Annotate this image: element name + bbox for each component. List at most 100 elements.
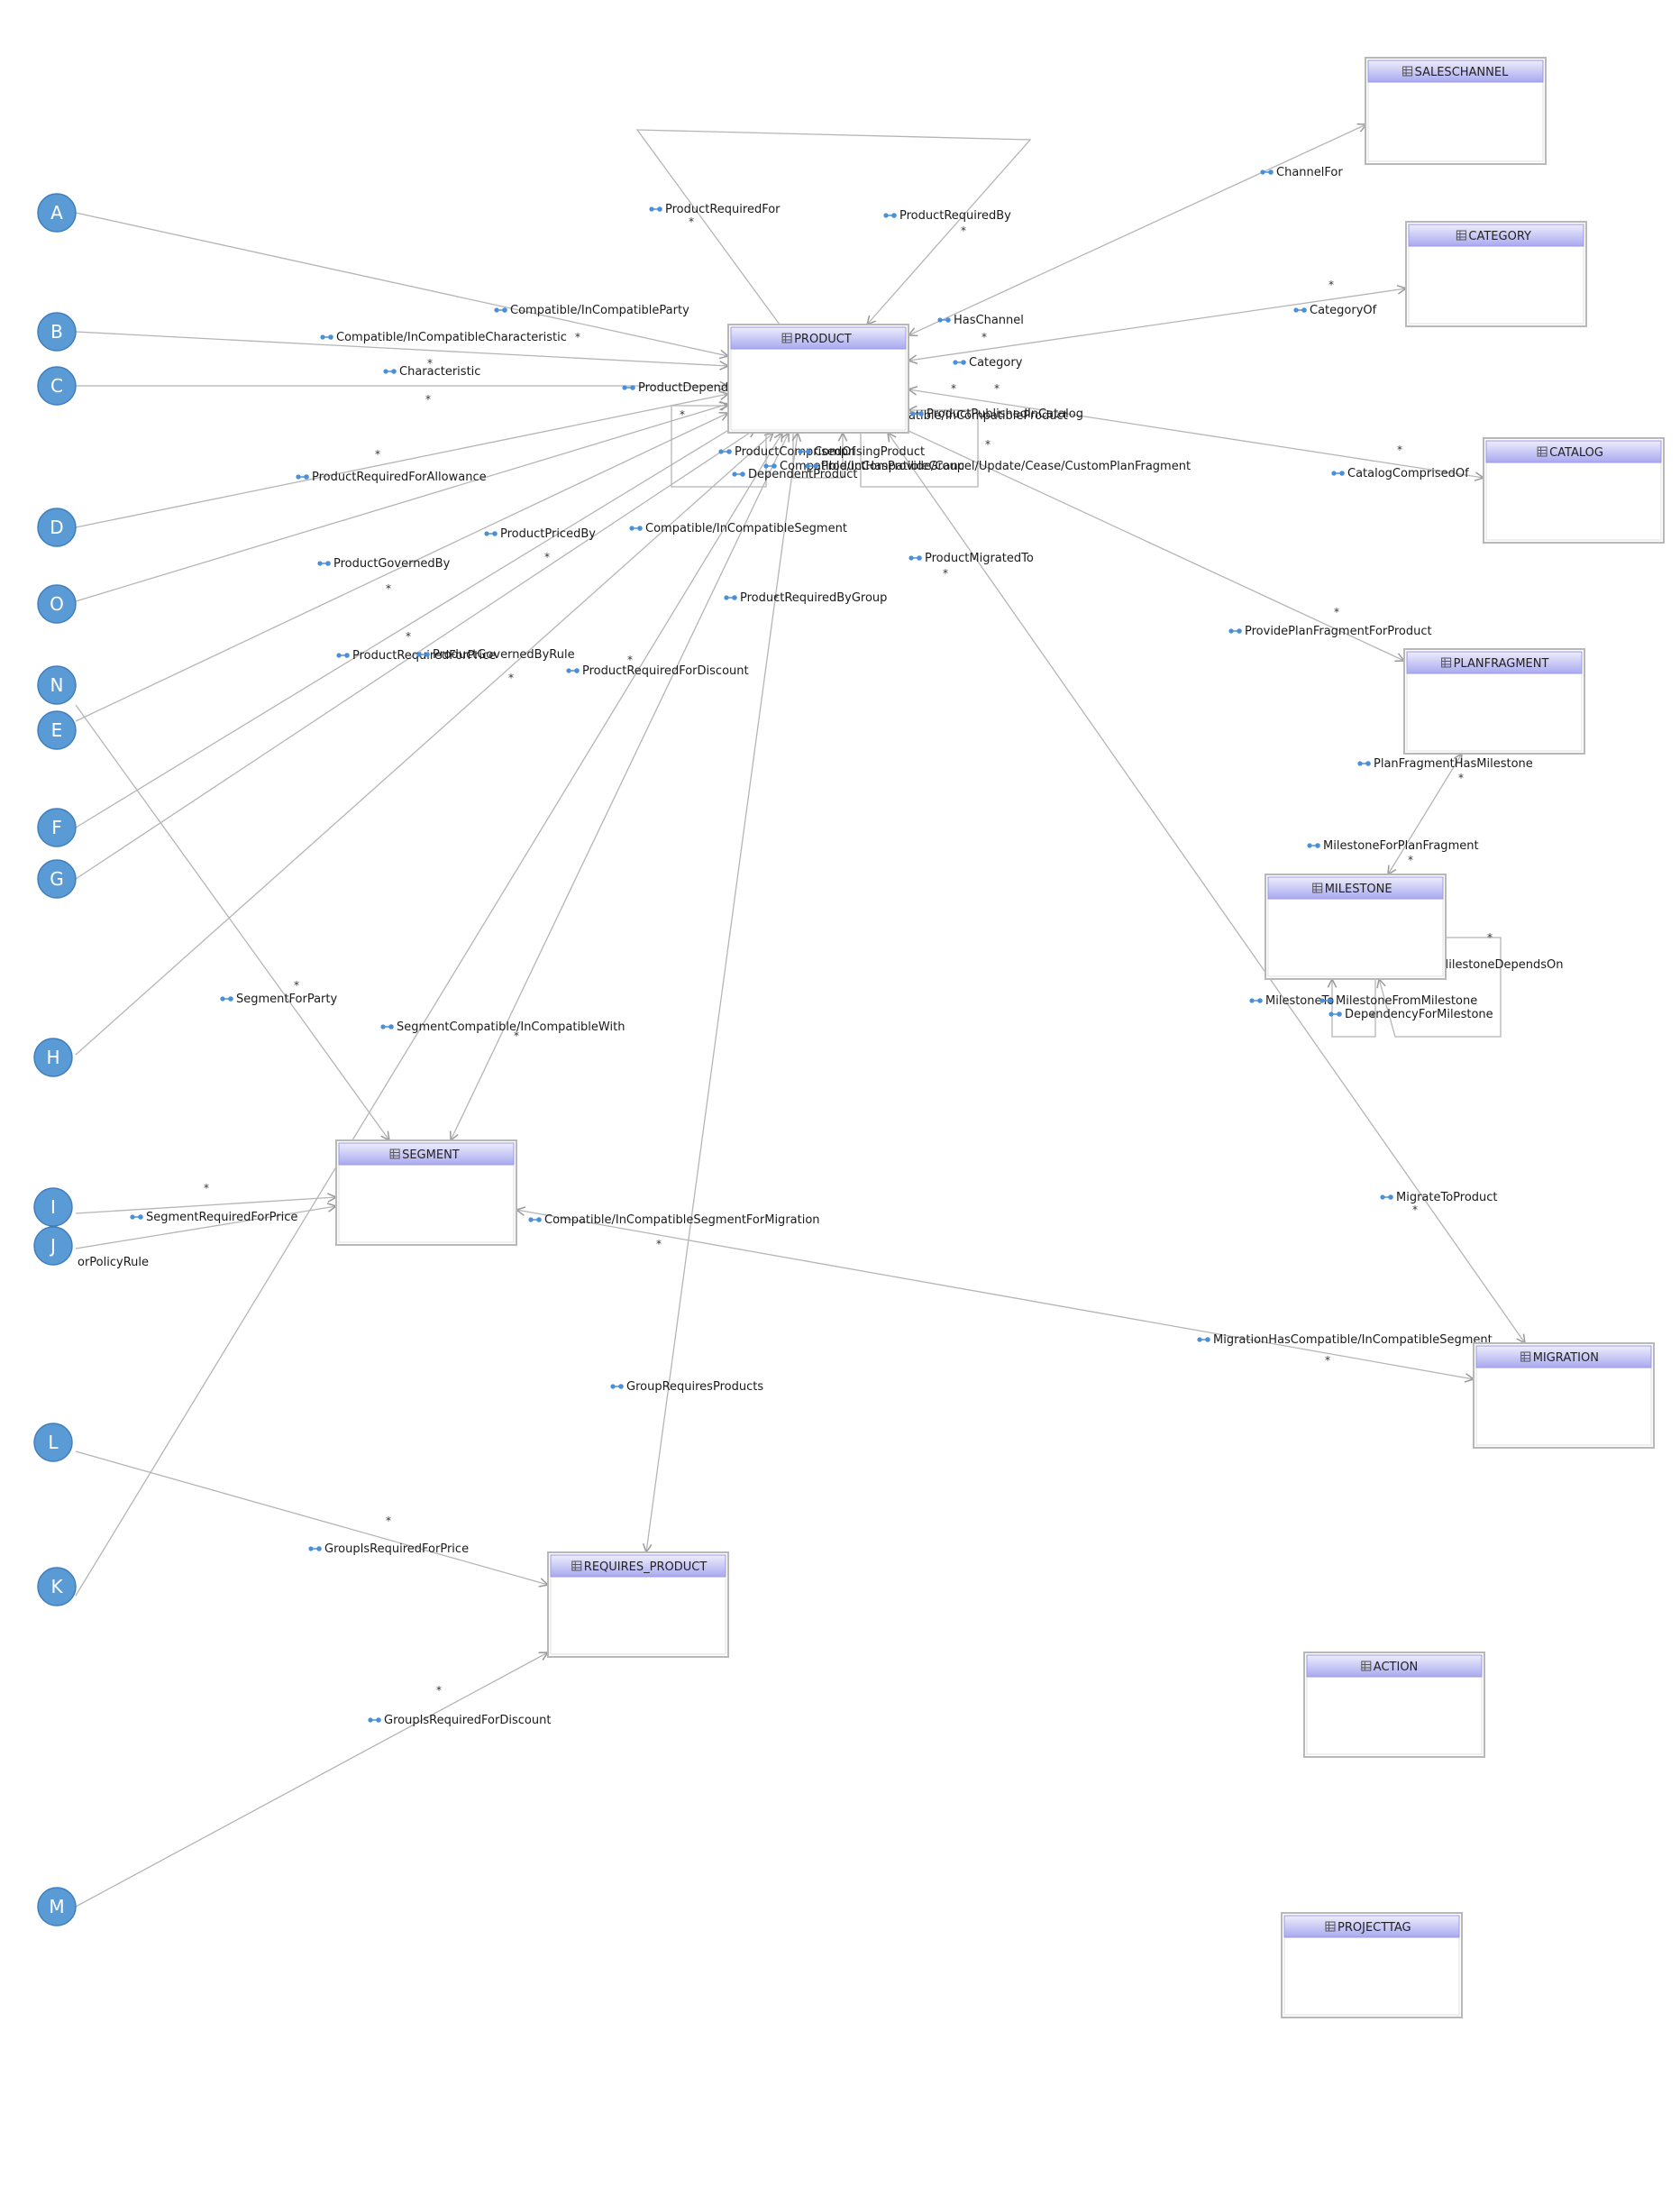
relationship-label[interactable]: ProductDependsOn <box>622 381 751 395</box>
relationship-name: ProductGovernedBy <box>333 557 451 571</box>
relationship-label[interactable]: DependentProduct <box>732 468 857 481</box>
relationship-label[interactable]: ProductPublishedInCatalog <box>910 407 1083 421</box>
connector-node-a[interactable]: A <box>37 193 77 233</box>
relationship-label[interactable]: SegmentCompatible/InCompatibleWith <box>380 1020 625 1034</box>
connector-product-category[interactable] <box>908 288 1406 361</box>
entity-category[interactable]: CATEGORY <box>1405 221 1587 327</box>
relationship-label[interactable]: ProductComprisedOf <box>718 445 856 459</box>
relationship-label[interactable]: MilestoneTo <box>1249 994 1334 1008</box>
connector-product-migration[interactable] <box>888 433 1525 1343</box>
relationship-label[interactable]: ProductHasProvide/Cancel/Update/Cease/Cu… <box>805 460 1191 473</box>
connector-node-o[interactable]: O <box>37 584 77 624</box>
relationship-name: ProductDependsOn <box>638 381 751 395</box>
connector-b-product[interactable] <box>75 331 728 366</box>
entity-action[interactable]: ACTION <box>1303 1652 1485 1758</box>
multiplicity-label: * <box>1458 772 1464 784</box>
connector-node-f[interactable]: F <box>37 808 77 847</box>
relationship-label[interactable]: GroupIsRequiredForPrice <box>308 1542 469 1556</box>
relationship-label[interactable]: SegmentForParty <box>220 993 337 1006</box>
relationship-label[interactable]: PlanFragmentHasMilestone <box>1357 757 1533 771</box>
connector-k-product[interactable] <box>75 433 782 1597</box>
connector-i-segment[interactable] <box>75 1197 336 1214</box>
relationship-label[interactable]: Characteristic <box>383 365 480 379</box>
connector-node-k[interactable]: K <box>37 1567 77 1606</box>
connector-node-h[interactable]: H <box>33 1038 73 1077</box>
relationship-label[interactable]: CatalogComprisedOf <box>1331 467 1469 480</box>
connector-node-l[interactable]: L <box>33 1423 73 1462</box>
multiplicity-label: * <box>680 408 685 421</box>
relationship-label[interactable]: ProvidePlanFragmentForProduct <box>1228 625 1432 638</box>
connector-node-c[interactable]: C <box>37 366 77 406</box>
relationship-label[interactable]: ProductRequiredForDiscount <box>566 664 749 678</box>
connector-node-e[interactable]: E <box>37 710 77 750</box>
connector-a-product[interactable] <box>75 212 728 356</box>
connector-segment-migration[interactable] <box>516 1210 1474 1379</box>
relationship-label[interactable]: Compatible/InCompatibleGroup <box>763 460 964 473</box>
connector-milestone-to[interactable] <box>1332 979 1376 1038</box>
entity-projecttag[interactable]: PROJECTTAG <box>1281 1912 1463 2018</box>
connector-node-j[interactable]: J <box>33 1226 73 1266</box>
relationship-name: Compatible/InCompatibleSegment <box>645 522 847 535</box>
connector-node-g[interactable]: G <box>37 859 77 899</box>
connector-f-product[interactable] <box>75 424 739 828</box>
entity-migration[interactable]: MIGRATION <box>1473 1342 1655 1449</box>
relationship-label[interactable]: Compatible/InCompatibleSegment <box>629 522 847 535</box>
relationship-label[interactable]: GroupIsRequiredForDiscount <box>368 1714 551 1727</box>
entity-product[interactable]: PRODUCT <box>727 324 909 434</box>
connector-node-m[interactable]: M <box>37 1887 77 1926</box>
relationship-label[interactable]: ProductMigratedTo <box>908 552 1034 565</box>
connector-node-d[interactable]: D <box>37 508 77 547</box>
relationship-name: MilestoneTo <box>1265 994 1334 1008</box>
relationship-label[interactable]: ProductRequiredFor <box>649 203 781 216</box>
entity-title: PRODUCT <box>794 333 852 346</box>
connector-d-product[interactable] <box>75 394 728 528</box>
relationship-label[interactable]: ComprisingProduct <box>798 445 925 459</box>
entity-planfragment[interactable]: PLANFRAGMENT <box>1403 648 1585 755</box>
relationship-icon <box>296 474 309 480</box>
connector-node-b[interactable]: B <box>37 312 77 352</box>
multiplicity-label: * <box>427 357 433 370</box>
relationship-label[interactable]: Category <box>953 356 1023 370</box>
entity-requiresproduct[interactable]: REQUIRES_PRODUCT <box>547 1551 729 1658</box>
relationship-label[interactable]: ChannelFor <box>1260 166 1343 179</box>
relationship-label[interactable]: ProductGovernedBy <box>317 557 451 571</box>
relationship-label[interactable]: CategoryOf <box>1293 304 1377 317</box>
relationship-label[interactable]: ProductRequiredBy <box>883 209 1011 223</box>
entity-segment[interactable]: SEGMENT <box>335 1139 517 1246</box>
relationship-label[interactable]: MilestoneForPlanFragment <box>1307 839 1479 853</box>
relationship-label[interactable]: GroupRequiresProducts <box>610 1380 763 1394</box>
connector-o-product[interactable] <box>75 404 728 602</box>
entity-saleschannel[interactable]: SALESCHANNEL <box>1365 57 1547 165</box>
connector-milestone-depends-on[interactable] <box>1379 937 1502 1038</box>
connector-planfragment-milestone[interactable] <box>1388 754 1462 874</box>
relationship-label[interactable]: MilestoneFromMilestone <box>1319 994 1477 1008</box>
relationship-label[interactable]: SegmentRequiredForPrice <box>130 1211 297 1224</box>
relationship-label[interactable]: HasChannel <box>937 314 1024 327</box>
relationship-label[interactable]: MigrateToProduct <box>1380 1191 1498 1204</box>
entity-catalog[interactable]: CATALOG <box>1483 437 1665 544</box>
connector-node-n[interactable]: N <box>37 665 77 705</box>
relationship-label[interactable]: Compatible/InCompatibleCharacteristic <box>320 331 567 344</box>
relationship-label[interactable]: ProductRequiredForAllowance <box>296 471 487 484</box>
relationship-label[interactable]: Compatible/InCompatibleParty <box>494 304 689 317</box>
relationship-label[interactable]: MigrationHasCompatible/InCompatibleSegme… <box>1197 1333 1493 1347</box>
relationship-label[interactable]: ProductPricedBy <box>484 527 596 541</box>
relationship-label[interactable]: ProductRequiredByGroup <box>724 591 887 605</box>
multiplicity-label: * <box>1325 1354 1330 1367</box>
relationship-label[interactable]: DependencyForMilestone <box>1328 1008 1493 1021</box>
connector-node-i[interactable]: I <box>33 1187 73 1227</box>
entity-milestone[interactable]: MILESTONE <box>1265 874 1447 980</box>
connector-j-segment[interactable] <box>75 1206 336 1249</box>
relationship-label[interactable]: Compatible/InCompatibleSegmentForMigrati… <box>528 1213 820 1227</box>
relationship-icon <box>1197 1337 1210 1342</box>
relationship-label[interactable]: ProductGovernedByRule <box>416 648 575 662</box>
connector-m-requires-product[interactable] <box>75 1652 548 1908</box>
connector-n-segment[interactable] <box>75 704 389 1140</box>
entities: SALESCHANNEL CATEGORY PRODUCT CATALOG PLANFR… <box>335 57 1665 2018</box>
relationship-name: GroupIsRequiredForDiscount <box>384 1714 551 1727</box>
relationship-label[interactable]: ProductRequiredForPrice <box>336 649 496 663</box>
connector-l-requires-product[interactable] <box>75 1450 548 1585</box>
connector-product-required-for[interactable] <box>635 129 1032 325</box>
relationship-icon <box>1228 628 1242 634</box>
relationship-icon <box>1380 1194 1393 1200</box>
